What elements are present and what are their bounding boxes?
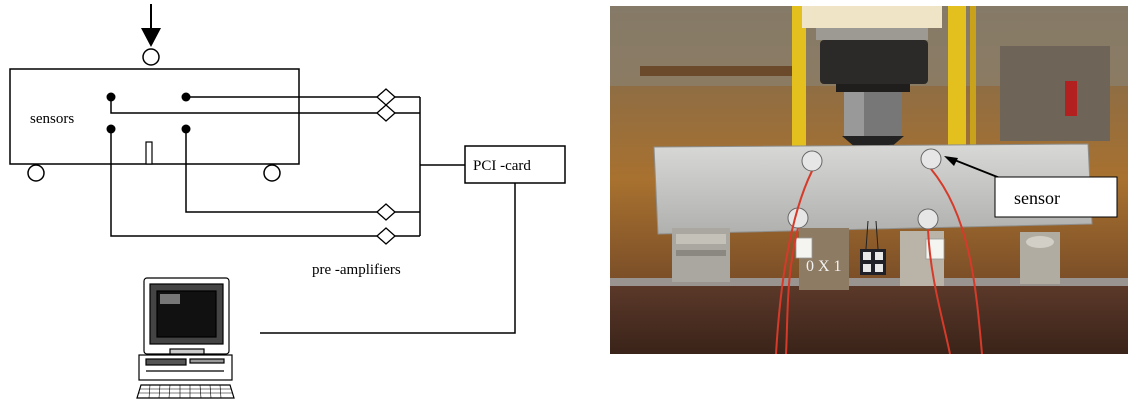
specimen-beam: [9, 68, 300, 165]
sensor-callout: sensor: [944, 156, 1118, 218]
floor-rail: [610, 278, 1128, 286]
notch: [145, 141, 153, 165]
preamp-3: [376, 203, 396, 221]
sensor-cables: [775, 168, 983, 354]
test-setup-photo: 0 X 1 sensor: [610, 6, 1128, 354]
left-support: [27, 164, 45, 182]
yellow-frame-right-2: [970, 6, 976, 206]
load-arrow: [141, 4, 161, 66]
sensor-mount-4: [917, 208, 939, 230]
right-support: [263, 164, 281, 182]
red-fixture: [1065, 81, 1077, 116]
steel-floor: [610, 282, 1128, 354]
background-panel: [1000, 46, 1110, 141]
beam-marking: 0 X 1: [806, 258, 842, 275]
sensor-wires: [110, 96, 516, 334]
preamp-4: [376, 227, 396, 245]
sensors-label: sensors: [30, 111, 74, 127]
preamplifiers-label: pre -amplifiers: [312, 262, 401, 278]
preamplifier-diamonds: [376, 88, 396, 245]
background-shelf: [640, 66, 800, 76]
concrete-beam: [653, 143, 1093, 235]
pci-card-label: PCI -card: [473, 158, 531, 174]
sensor-mount-2: [920, 148, 942, 170]
sensor-mount-1: [801, 150, 823, 172]
pci-card-box: [464, 145, 566, 184]
preamp-1: [376, 88, 396, 106]
gauge-block: [860, 220, 886, 275]
sensor-callout-box: [994, 176, 1118, 218]
loading-machine: [802, 6, 942, 148]
computer-icon: [136, 277, 235, 399]
schematic-diagram: sensors PCI -card pre -amplifiers: [9, 4, 566, 399]
preamp-2: [376, 104, 396, 122]
sensor-tags: [795, 237, 945, 260]
sensor-callout-label: sensor: [1014, 188, 1060, 208]
